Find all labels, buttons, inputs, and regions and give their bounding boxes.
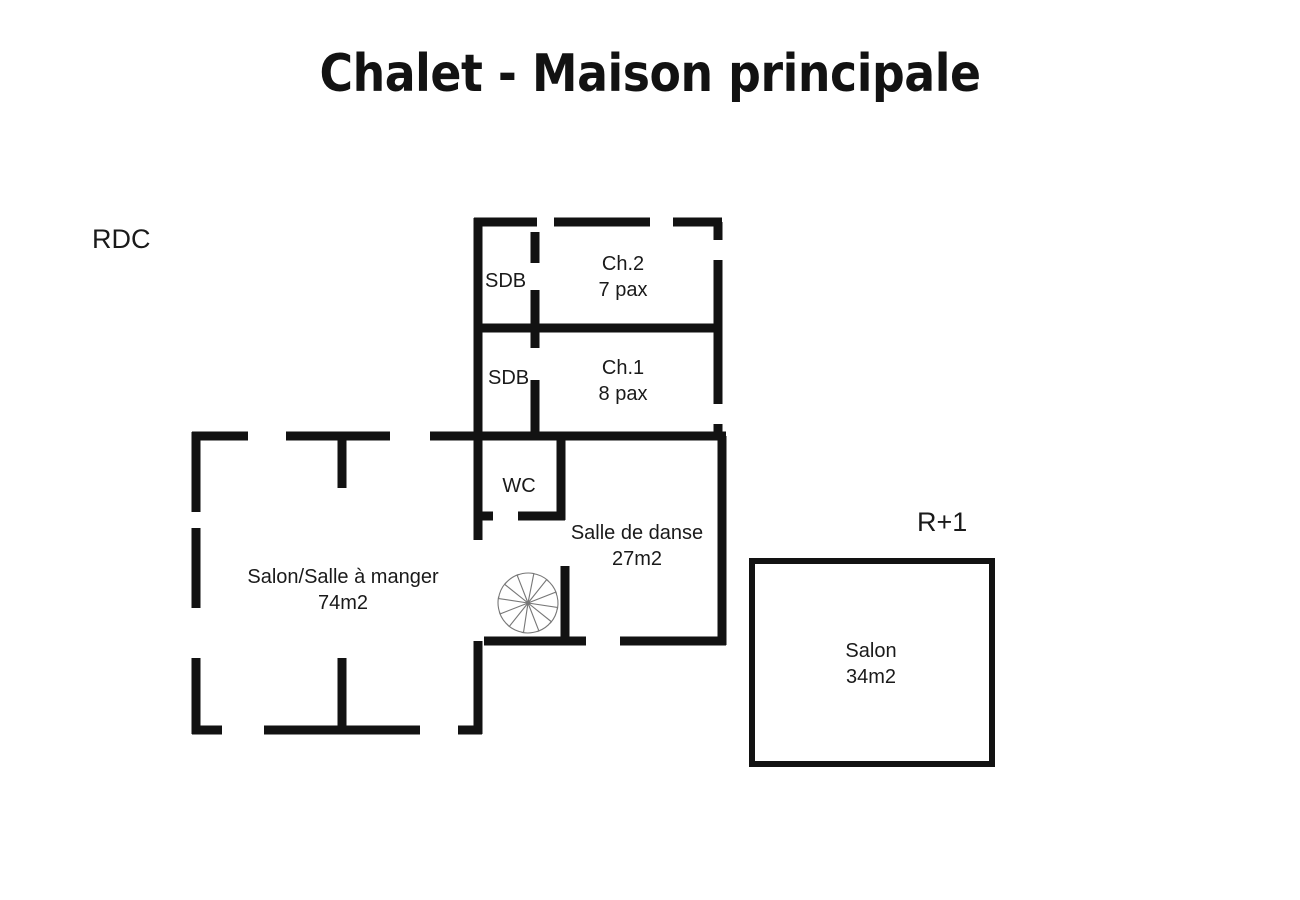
rdc-salon-salle-a-manger: Salon/Salle à manger 74m2	[191, 431, 439, 735]
room-area-salon-r1: 34m2	[846, 666, 896, 688]
room-label-sdb-lower: SDB	[488, 367, 529, 389]
page-title: Chalet - Maison principale	[319, 44, 981, 104]
room-area-salon-salle-a-manger: 74m2	[318, 592, 368, 614]
room-label-salle-de-danse: Salle de danse	[571, 522, 703, 544]
rdc-upper-block: SDB SDB Ch.2 7 pax Ch.1 8 pax	[473, 217, 723, 436]
room-area-salle-de-danse: 27m2	[612, 548, 662, 570]
r1-salon-block: Salon 34m2	[749, 558, 995, 767]
room-label-salon-salle-a-manger: Salon/Salle à manger	[247, 566, 439, 588]
rdc-entry-walls	[458, 641, 483, 735]
room-label-sdb-upper: SDB	[485, 270, 526, 292]
room-label-salon-r1: Salon	[845, 640, 896, 662]
room-capacity-ch1: 8 pax	[599, 383, 648, 405]
room-label-wc: WC	[502, 475, 535, 497]
wall-r1-salon-rect	[749, 558, 995, 767]
rdc-wc-room: WC	[473, 436, 566, 540]
level-label-r1: R+1	[917, 507, 967, 537]
stair-step	[516, 572, 535, 605]
level-label-rdc: RDC	[92, 224, 151, 254]
spiral-staircase-icon	[497, 572, 559, 634]
room-label-ch2: Ch.2	[602, 253, 644, 275]
room-label-ch1: Ch.1	[602, 357, 644, 379]
rdc-salle-de-danse: Salle de danse 27m2	[484, 436, 727, 646]
room-capacity-ch2: 7 pax	[599, 279, 648, 301]
